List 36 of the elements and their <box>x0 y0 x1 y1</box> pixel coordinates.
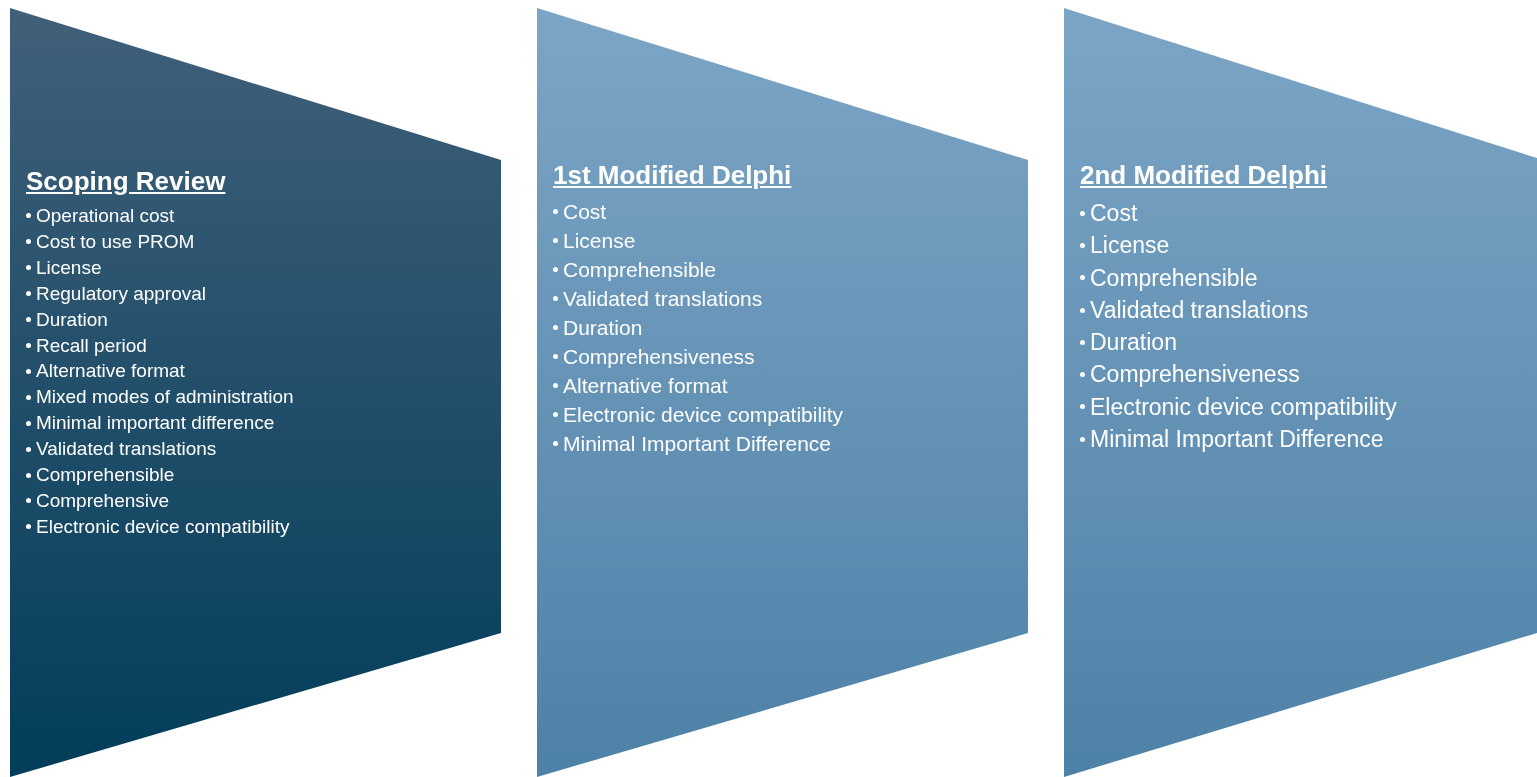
bullet-item: Electronic device compatibility <box>563 402 844 428</box>
bullet-item: Comprehensive <box>36 488 170 513</box>
bullet-item: License <box>1090 231 1170 261</box>
bullet-item: Mixed modes of administration <box>36 385 294 410</box>
bullet-item: Minimal Important Difference <box>1090 425 1384 455</box>
bullet-item: Comprehensiveness <box>1090 360 1300 390</box>
bullet-item: License <box>36 255 102 280</box>
bullet-item: Comprehensible <box>563 257 716 283</box>
chevron-panel <box>10 8 501 777</box>
panel-heading: 1st Modified Delphi <box>553 160 793 191</box>
chevron-panel <box>1064 8 1537 777</box>
bullet-item: Minimal Important Difference <box>563 431 832 457</box>
bullet-item: Operational cost <box>36 204 175 228</box>
bullet-item: Duration <box>1090 328 1177 358</box>
bullet-item: Alternative format <box>36 359 185 384</box>
bullet-item: Comprehensiveness <box>563 344 755 370</box>
bullet-item: Duration <box>36 307 108 332</box>
bullet-item: Electronic device compatibility <box>1090 392 1397 422</box>
panel-heading: Scoping Review <box>26 166 227 197</box>
bullet-item: Minimal important difference <box>36 411 275 436</box>
bullet-item: Recall period <box>36 333 147 358</box>
bullet-item: Validated translations <box>1090 295 1309 325</box>
chevron-panel <box>537 8 1028 777</box>
bullet-item: Comprehensible <box>1090 263 1258 293</box>
bullet-item: Comprehensible <box>36 463 175 488</box>
bullet-item: Electronic device compatibility <box>36 514 290 539</box>
bullet-item: Duration <box>563 315 643 341</box>
bullet-item: Alternative format <box>563 373 728 399</box>
bullet-item: Cost to use PROM <box>36 229 195 254</box>
bullet-item: License <box>563 228 636 254</box>
bullet-item: Regulatory approval <box>36 281 207 306</box>
panel-heading: 2nd Modified Delphi <box>1080 160 1328 191</box>
bullet-item: Validated translations <box>563 286 763 312</box>
bullet-item: Cost <box>563 199 607 225</box>
bullet-item: Cost <box>1090 199 1138 228</box>
bullet-item: Validated translations <box>36 437 217 462</box>
